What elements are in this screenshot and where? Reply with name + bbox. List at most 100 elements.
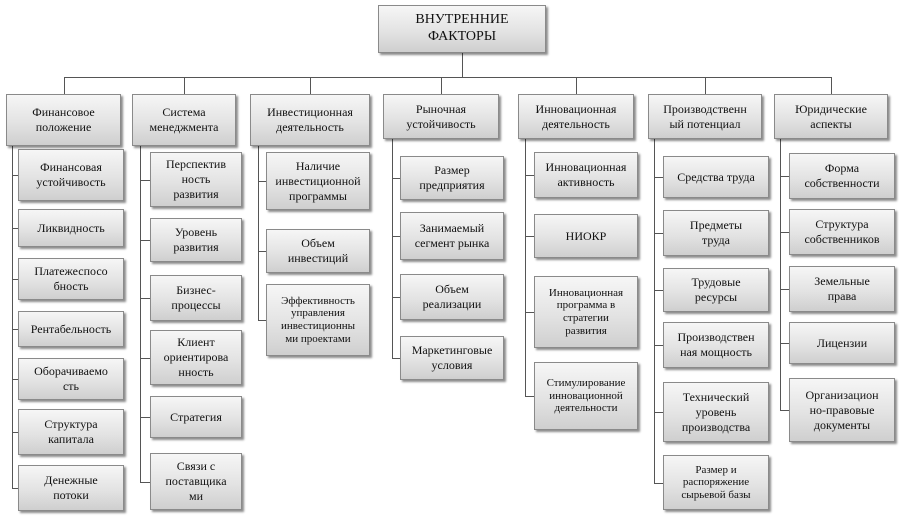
category-node-label: Система менеджмента <box>149 105 219 134</box>
factor-node: Трудовые ресурсы <box>663 268 769 312</box>
factor-node-label: Клиент ориентирова нность <box>163 335 229 379</box>
category-drop-line <box>441 77 442 94</box>
factor-node: Производствен ная мощность <box>663 322 769 368</box>
item-branch-line <box>12 228 18 229</box>
item-branch-line <box>12 488 18 489</box>
item-branch-line <box>525 236 534 237</box>
item-branch-line <box>140 298 150 299</box>
factor-node: Лицензии <box>789 322 895 364</box>
factor-node: Земельные права <box>789 266 895 312</box>
factor-node-label: Земельные права <box>814 274 870 303</box>
item-branch-line <box>525 312 534 313</box>
category-drop-line <box>184 77 185 94</box>
category-drop-line <box>705 77 706 94</box>
item-branch-line <box>654 482 663 484</box>
category-stem-line <box>780 139 781 410</box>
category-stem-line <box>392 139 393 358</box>
factor-node-label: Ликвидность <box>37 220 105 235</box>
factor-node: Предметы труда <box>663 210 769 256</box>
factor-node: НИОКР <box>534 214 638 258</box>
category-node-label: Финансовое положение <box>32 105 95 134</box>
factor-node-label: Предметы труда <box>689 218 743 247</box>
factor-node-label: Инновационная программа в стратегии разв… <box>548 286 624 337</box>
item-branch-line <box>140 240 150 241</box>
root-node-label: ВНУТРЕННИЕ ФАКТОРЫ <box>415 12 509 44</box>
category-node: Система менеджмента <box>132 94 236 146</box>
factor-node: Денежные потоки <box>18 465 124 511</box>
factor-node-label: Инновационная активность <box>545 160 627 189</box>
item-branch-line <box>654 233 663 234</box>
factor-node-label: Средства труда <box>677 169 755 184</box>
category-stem-line <box>258 146 259 320</box>
item-branch-line <box>140 179 150 181</box>
item-branch-line <box>392 358 400 359</box>
category-drop-line <box>831 77 832 94</box>
factor-node: Эффективность управления инвестиционны м… <box>266 284 370 356</box>
item-branch-line <box>780 176 789 177</box>
factor-node-label: Платежеспосо бность <box>34 264 108 293</box>
item-branch-line <box>12 175 18 176</box>
factor-node-label: Технический уровень производства <box>681 389 751 434</box>
root-node: ВНУТРЕННИЕ ФАКТОРЫ <box>378 5 546 53</box>
category-node: Юридические аспекты <box>774 94 888 139</box>
factor-node-label: Связи с поставщика ми <box>165 459 227 503</box>
item-branch-line <box>654 345 663 346</box>
item-branch-line <box>392 236 400 237</box>
item-branch-line <box>525 396 534 397</box>
factor-node: Технический уровень производства <box>663 382 769 442</box>
category-stem-line <box>12 146 13 488</box>
factor-node: Размер предприятия <box>400 156 504 200</box>
factor-node-label: Эффективность управления инвестиционны м… <box>280 294 356 345</box>
factor-node-label: Форма собственности <box>804 161 880 190</box>
factor-node: Инновационная программа в стратегии разв… <box>534 276 638 348</box>
factor-node-label: Оборачиваемо сть <box>34 364 108 393</box>
factor-node: Платежеспосо бность <box>18 258 124 300</box>
category-node: Рыночная устойчивость <box>383 94 499 139</box>
factor-node-label: Размер предприятия <box>419 163 485 192</box>
factor-node-label: Занимаемый сегмент рынка <box>414 221 490 250</box>
factor-node: Бизнес- процессы <box>150 275 242 321</box>
category-drop-line <box>310 77 311 94</box>
factor-node: Клиент ориентирова нность <box>150 330 242 385</box>
factor-node-label: Размер и распоряжение сырьевой базы <box>681 463 751 501</box>
factor-node: Объем инвестиций <box>266 229 370 273</box>
category-node-label: Инвестиционная деятельность <box>267 105 353 134</box>
item-branch-line <box>258 320 266 321</box>
factor-node-label: Наличие инвестиционной программы <box>275 158 361 203</box>
factor-node-label: Структура собственников <box>804 217 880 246</box>
item-branch-line <box>780 410 789 411</box>
factor-node: Форма собственности <box>789 153 895 199</box>
category-stem-line <box>140 146 141 482</box>
item-branch-line <box>258 181 266 182</box>
factor-node-label: Перспектив ность развития <box>165 157 227 201</box>
factor-node: Перспектив ность развития <box>150 152 242 207</box>
factor-node-label: Финансовая устойчивость <box>36 160 106 189</box>
factor-node-label: Производствен ная мощность <box>677 330 755 359</box>
item-branch-line <box>12 279 18 280</box>
item-branch-line <box>654 177 663 178</box>
factor-node-label: НИОКР <box>565 228 607 243</box>
factor-node: Размер и распоряжение сырьевой базы <box>663 455 769 510</box>
factor-node: Стимулирование инновационной деятельност… <box>534 362 638 430</box>
factor-node-label: Уровень развития <box>173 225 219 254</box>
category-node-label: Инновационная деятельность <box>535 101 617 131</box>
item-branch-line <box>258 251 266 252</box>
factor-node: Объем реализации <box>400 274 504 320</box>
category-node: Инновационная деятельность <box>518 94 634 139</box>
factor-node: Уровень развития <box>150 218 242 262</box>
factor-node-label: Объем реализации <box>422 282 482 311</box>
factor-node: Маркетинговые условия <box>400 336 504 380</box>
root-connector <box>462 53 463 77</box>
factor-node: Средства труда <box>663 156 769 198</box>
factor-node: Финансовая устойчивость <box>18 149 124 201</box>
item-branch-line <box>525 175 534 176</box>
factor-node-label: Стимулирование инновационной деятельност… <box>546 377 626 415</box>
factor-node: Инновационная активность <box>534 152 638 198</box>
category-node: Инвестиционная деятельность <box>250 94 370 146</box>
item-branch-line <box>12 432 18 433</box>
factor-node: Занимаемый сегмент рынка <box>400 212 504 260</box>
item-branch-line <box>392 297 400 298</box>
category-stem-line <box>525 139 526 396</box>
factor-node-label: Стратегия <box>170 409 222 424</box>
